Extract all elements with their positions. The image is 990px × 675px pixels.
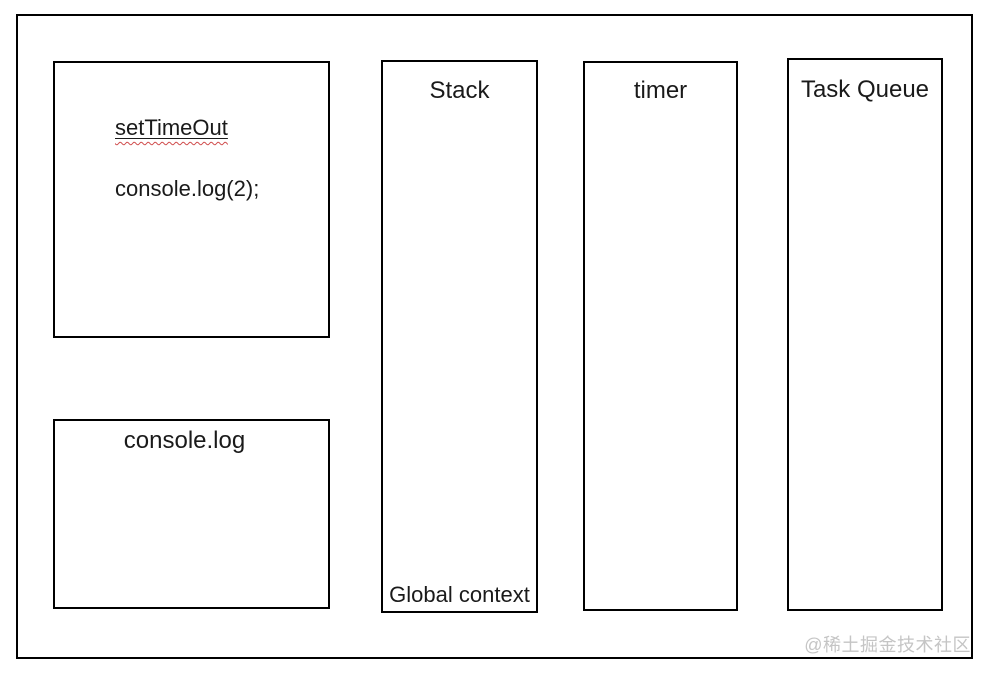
task-queue-title: Task Queue bbox=[800, 76, 930, 103]
console-log-label: console.log bbox=[123, 427, 246, 454]
console-log-box: console.log bbox=[53, 419, 330, 609]
timer-box: timer bbox=[583, 61, 738, 611]
code-snippet-box: setTimeOut console.log(2); bbox=[53, 61, 330, 338]
task-queue-box: Task Queue bbox=[787, 58, 943, 611]
stack-box: Stack Global context bbox=[381, 60, 538, 613]
code-line-console-log-2: console.log(2); bbox=[115, 176, 260, 201]
global-context-label: Global context bbox=[389, 582, 530, 607]
settimeout-label: setTimeOut bbox=[115, 115, 228, 140]
stack-title: Stack bbox=[429, 77, 490, 104]
juejin-watermark: @稀土掘金技术社区 bbox=[804, 635, 971, 655]
code-line-settimeout: setTimeOut bbox=[115, 115, 328, 141]
timer-title: timer bbox=[633, 77, 688, 104]
settimeout-wavy-underline: setTimeOut bbox=[115, 115, 228, 140]
